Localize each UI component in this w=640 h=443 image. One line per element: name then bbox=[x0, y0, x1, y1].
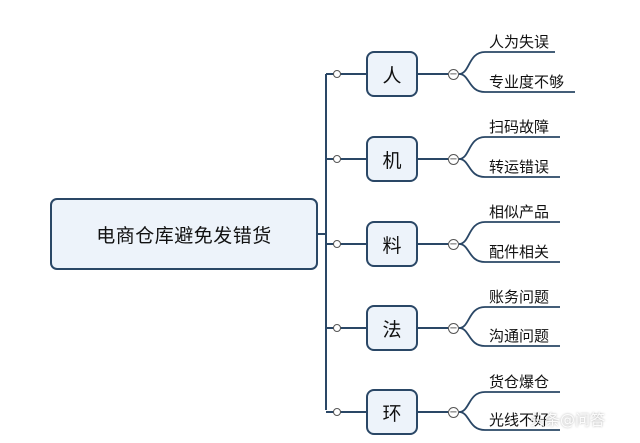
leaf-label[interactable]: 光线不好 bbox=[489, 411, 550, 429]
branch-label: 机 bbox=[382, 149, 402, 172]
root-label: 电商仓库避免发错货 bbox=[96, 224, 272, 247]
branch-node-ren[interactable]: 人 bbox=[366, 51, 418, 97]
junction-dot bbox=[333, 155, 341, 163]
watermark-text: 头条@问答 bbox=[530, 411, 606, 429]
leaf-label[interactable]: 扫码故障 bbox=[489, 118, 550, 136]
leaf-label[interactable]: 专业度不够 bbox=[489, 73, 565, 91]
junction-dot bbox=[333, 408, 341, 416]
leaf-label[interactable]: 账务问题 bbox=[489, 288, 550, 306]
branch-node-liao[interactable]: 料 bbox=[366, 221, 418, 267]
leaf-label[interactable]: 配件相关 bbox=[489, 243, 550, 261]
collapse-toggle-icon[interactable]: − bbox=[448, 153, 459, 165]
branch-label: 人 bbox=[382, 64, 402, 87]
collapse-toggle-icon[interactable]: − bbox=[448, 238, 459, 250]
leaf-label[interactable]: 人为失误 bbox=[489, 33, 550, 51]
junction-dot bbox=[333, 324, 341, 332]
branch-node-ji[interactable]: 机 bbox=[366, 136, 418, 182]
junction-dot bbox=[333, 240, 341, 248]
branch-label: 法 bbox=[382, 318, 402, 341]
branch-label: 环 bbox=[382, 402, 402, 425]
leaf-label[interactable]: 转运错误 bbox=[489, 158, 550, 176]
leaf-label[interactable]: 货仓爆仓 bbox=[489, 373, 550, 391]
collapse-toggle-icon[interactable]: − bbox=[448, 406, 459, 418]
leaf-label[interactable]: 相似产品 bbox=[489, 203, 550, 221]
leaf-label[interactable]: 沟通问题 bbox=[489, 327, 550, 345]
collapse-toggle-icon[interactable]: − bbox=[448, 322, 459, 334]
root-node[interactable]: 电商仓库避免发错货 bbox=[50, 198, 318, 270]
collapse-toggle-icon[interactable]: − bbox=[448, 68, 459, 80]
branch-label: 料 bbox=[382, 234, 402, 257]
junction-dot bbox=[333, 70, 341, 78]
branch-node-huan[interactable]: 环 bbox=[366, 389, 418, 435]
branch-node-fa[interactable]: 法 bbox=[366, 305, 418, 351]
